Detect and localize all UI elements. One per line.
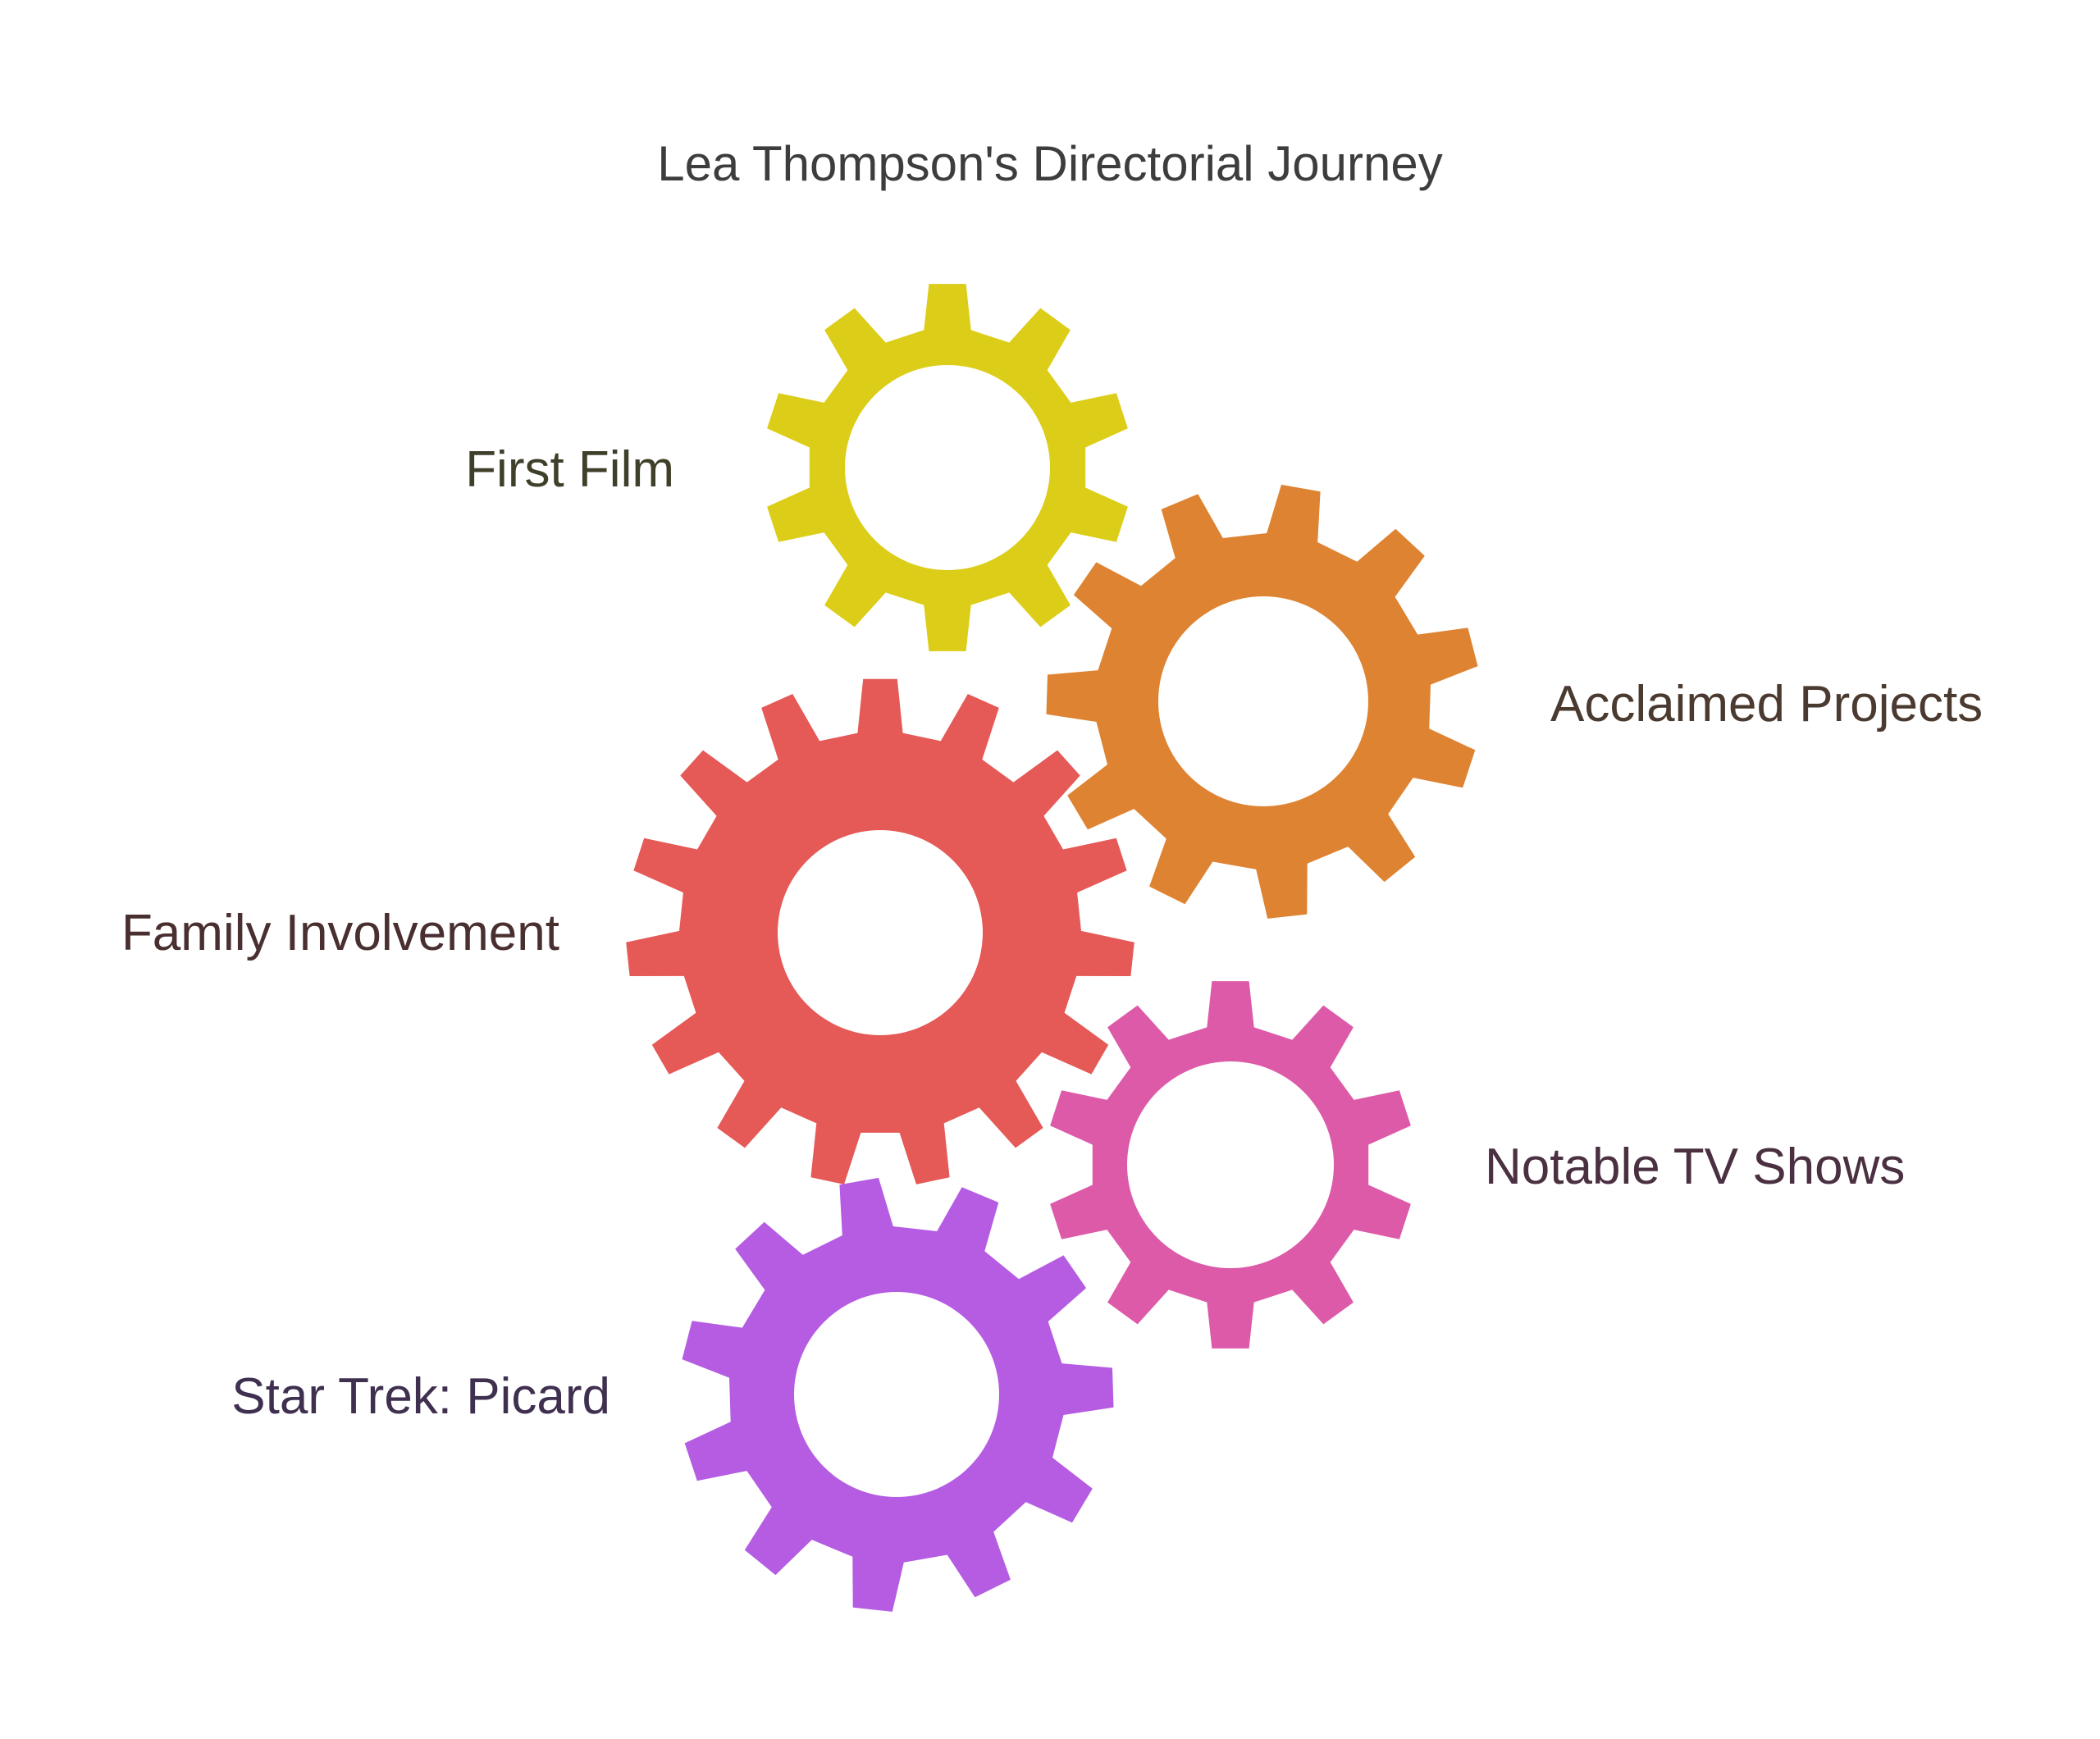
label-star-trek-picard: Star Trek: Picard (231, 1368, 610, 1425)
label-notable-tv-shows: Notable TV Shows (1485, 1139, 1906, 1195)
gear-acclaimed-projects (1046, 484, 1478, 919)
label-family-involvement: Family Involvement (121, 905, 559, 961)
label-first-film: First Film (465, 441, 674, 498)
gear-first-film (767, 284, 1128, 651)
gear-family-involvement (626, 678, 1134, 1184)
gear-notable-tv-shows (1050, 981, 1411, 1349)
label-acclaimed-projects: Acclaimed Projects (1550, 676, 1984, 733)
diagram-title: Lea Thompson's Directorial Journey (657, 136, 1443, 191)
gear-star-trek-picard (682, 1177, 1114, 1612)
